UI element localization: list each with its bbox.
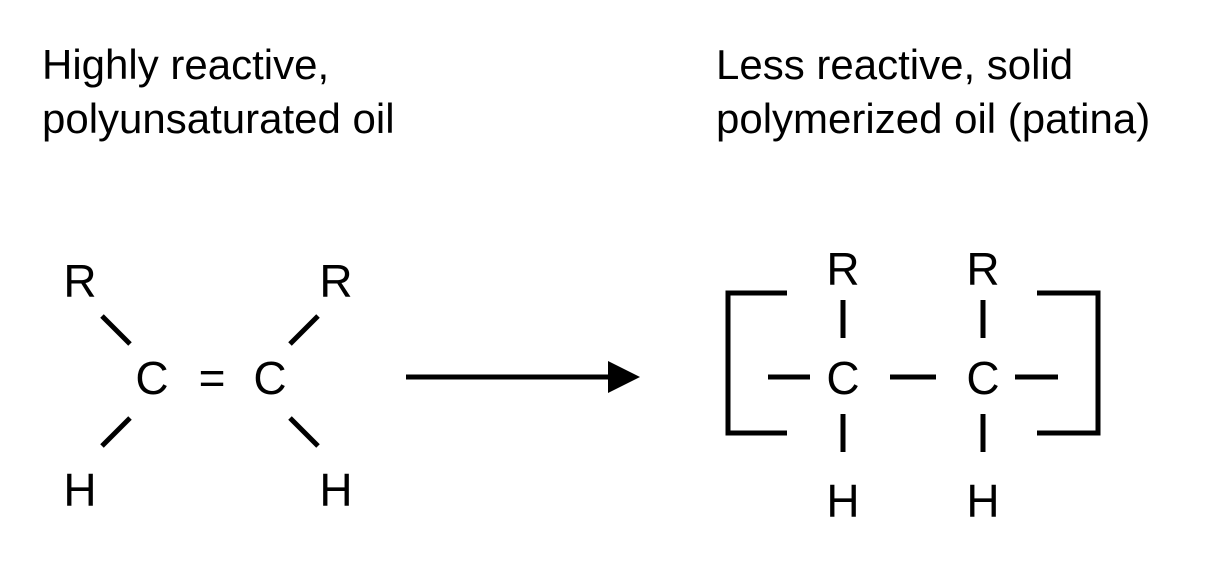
reactant-r-right: R [319,255,352,307]
product-r-left: R [826,243,859,295]
product-caption-line1: Less reactive, solid [716,41,1074,88]
arrow-head [608,361,640,393]
reactant-structure: R R C = C H H [63,255,352,516]
bond-c-h-right [288,416,320,448]
reactant-double-bond: = [199,352,226,404]
reactant-caption: Highly reactive, polyunsaturated oil [42,38,395,146]
reactant-caption-line2: polyunsaturated oil [42,95,395,142]
bond-r-c-right [288,314,320,346]
product-carbon-right: C [966,352,999,404]
product-structure: R R C C H H [725,243,1101,527]
bracket-right [1037,290,1101,436]
reactant-h-left: H [63,464,96,516]
product-caption-line2: polymerized oil (patina) [716,95,1151,142]
bond-c-h-left [100,416,132,448]
product-h-left: H [826,475,859,527]
reaction-arrow [406,361,640,393]
bracket-left [725,290,787,436]
reactant-h-right: H [319,464,352,516]
product-caption: Less reactive, solid polymerized oil (pa… [716,38,1150,146]
reactant-carbon-left: C [135,352,168,404]
product-r-right: R [966,243,999,295]
bond-r-c-left [100,314,132,346]
product-carbon-left: C [826,352,859,404]
reactant-caption-line1: Highly reactive, [42,41,330,88]
reactant-r-left: R [63,255,96,307]
product-h-right: H [966,475,999,527]
reactant-carbon-right: C [253,352,286,404]
